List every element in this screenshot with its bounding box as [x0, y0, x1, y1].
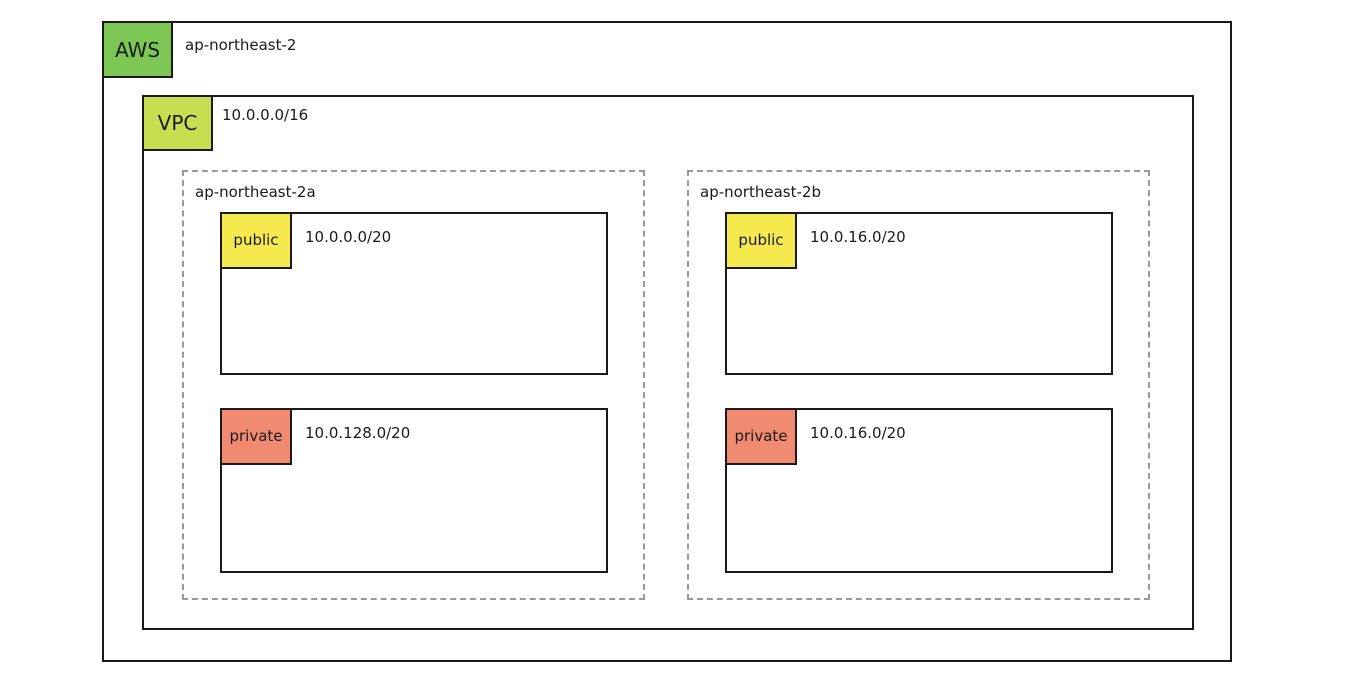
subnet-public-b-label: public [725, 212, 797, 269]
availability-zone-a-name: ap-northeast-2a [195, 183, 316, 201]
subnet-public-b-cidr: 10.0.16.0/20 [810, 228, 906, 246]
subnet-public-a-label: public [220, 212, 292, 269]
vpc-cidr: 10.0.0.0/16 [222, 106, 309, 124]
aws-region-name: ap-northeast-2 [185, 36, 297, 54]
subnet-private-a: private 10.0.128.0/20 [220, 408, 608, 573]
subnet-private-b-label: private [725, 408, 797, 465]
subnet-public-a: public 10.0.0.0/20 [220, 212, 608, 375]
vpc-container: VPC 10.0.0.0/16 ap-northeast-2a public 1… [142, 95, 1194, 630]
subnet-private-b: private 10.0.16.0/20 [725, 408, 1113, 573]
subnet-private-a-label: private [220, 408, 292, 465]
subnet-private-a-cidr: 10.0.128.0/20 [305, 424, 411, 442]
subnet-private-b-cidr: 10.0.16.0/20 [810, 424, 906, 442]
aws-label: AWS [102, 21, 173, 78]
availability-zone-a: ap-northeast-2a public 10.0.0.0/20 priva… [182, 170, 645, 600]
vpc-label: VPC [142, 95, 213, 151]
availability-zone-b: ap-northeast-2b public 10.0.16.0/20 priv… [687, 170, 1150, 600]
availability-zone-b-name: ap-northeast-2b [700, 183, 821, 201]
subnet-public-a-cidr: 10.0.0.0/20 [305, 228, 392, 246]
aws-cloud-container: AWS ap-northeast-2 VPC 10.0.0.0/16 ap-no… [102, 21, 1232, 662]
subnet-public-b: public 10.0.16.0/20 [725, 212, 1113, 375]
